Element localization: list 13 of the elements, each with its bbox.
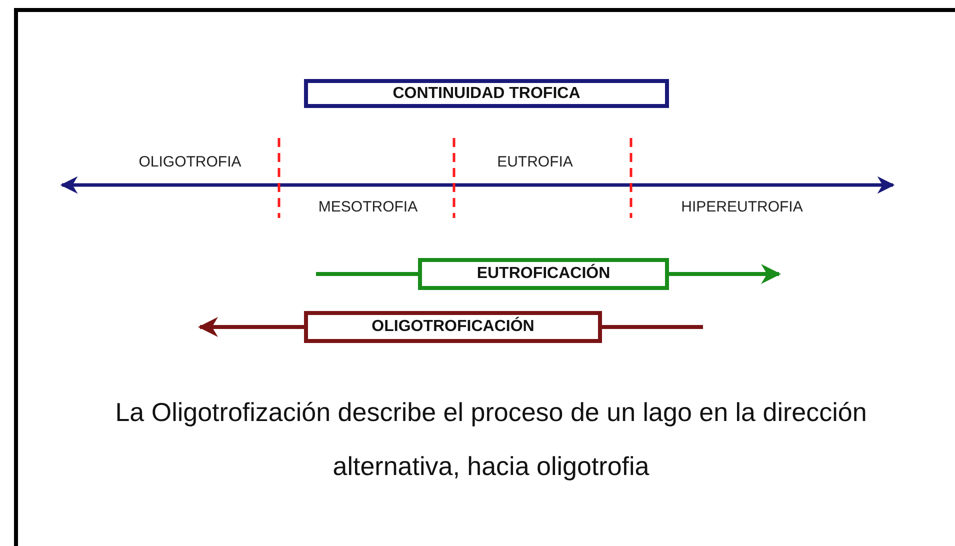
process-box (304, 311, 602, 343)
caption: La Oligotrofización describe el proceso de un lago en la dirección alternativa, hacia oligotrofia (114, 396, 868, 483)
category-label: MESOTROFIA (318, 198, 418, 216)
category-label: HIPEREUTROFIA (681, 198, 803, 216)
box-label: CONTINUIDAD TROFICA (392, 84, 580, 102)
process-box (304, 79, 669, 108)
arrow (669, 264, 781, 284)
box-label: EUTROFICACIÓN (476, 265, 610, 283)
process-box (418, 258, 669, 290)
box-label: OLIGOTROFICACIÓN (372, 318, 534, 336)
category-label: OLIGOTROFIA (138, 154, 242, 170)
category-label: EUTROFIA (497, 154, 573, 170)
arrow (198, 317, 304, 337)
